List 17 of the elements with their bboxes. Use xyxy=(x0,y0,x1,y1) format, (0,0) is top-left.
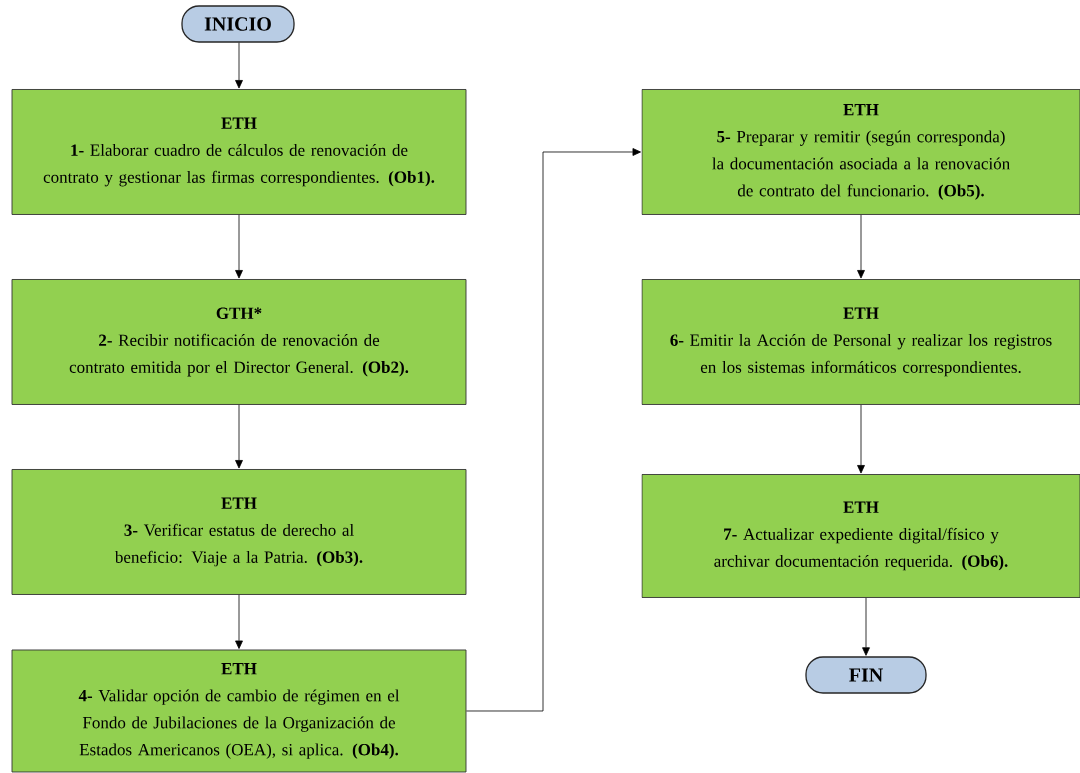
process-box: GTH* 2- Recibir notificación de renovación de contrato emitida por el Director General. (Ob2). xyxy=(11,279,467,405)
arrow xyxy=(235,42,243,89)
terminal-pill: INICIO xyxy=(181,5,295,43)
arrow xyxy=(235,404,243,469)
arrow xyxy=(235,214,243,279)
arrow xyxy=(862,597,870,656)
process-box: ETH 3- Verificar estatus de derecho al beneficio: Viaje a la Patria. (Ob3). xyxy=(11,469,467,595)
process-box: ETH 7- Actualizar expediente digital/físico y archivar documentación requerida. (Ob6). xyxy=(641,474,1080,598)
process-box: ETH 6- Emitir la Acción de Personal y realizar los registros en los sistemas informáticos correspondientes. xyxy=(641,279,1080,405)
arrow xyxy=(235,594,243,649)
arrow xyxy=(466,148,641,712)
arrow xyxy=(857,404,865,474)
process-box: ETH 5- Preparar y remitir (según corresponda) la documentación asociada a la renovación de contrato del funcionario. (Ob5). xyxy=(641,89,1080,215)
arrow xyxy=(857,214,865,279)
process-box: ETH 4- Validar opción de cambio de régimen en el Fondo de Jubilaciones de la Organización de Estados Americanos (OEA), si aplica. (Ob4). xyxy=(11,649,467,773)
terminal-pill: FIN xyxy=(805,656,927,694)
process-box: ETH 1- Elaborar cuadro de cálculos de renovación de contrato y gestionar las firmas correspondientes. (Ob1). xyxy=(11,89,467,215)
